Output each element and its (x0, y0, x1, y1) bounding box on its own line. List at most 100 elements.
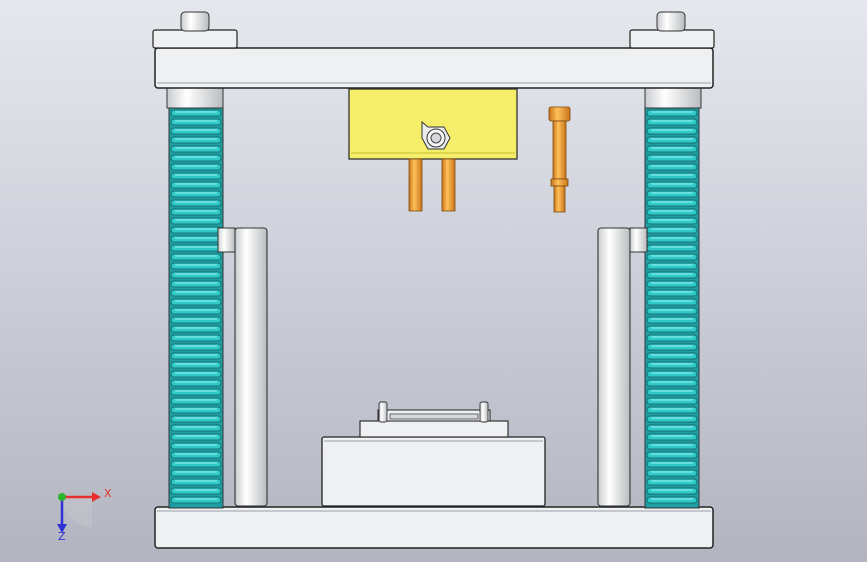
spring-coil (646, 370, 698, 378)
spring-coil (170, 469, 222, 477)
spring-coil (646, 253, 698, 261)
spring-coil (170, 433, 222, 441)
right-spring[interactable] (644, 107, 700, 509)
spring-coil (646, 136, 698, 144)
spring-coil (170, 352, 222, 360)
spring-coil (170, 442, 222, 450)
hex-nut[interactable] (421, 120, 451, 150)
spring-coil (646, 226, 698, 234)
spring-coil (646, 352, 698, 360)
axis-triad (57, 492, 101, 533)
spring-coil (170, 298, 222, 306)
spring-coil (170, 244, 222, 252)
spring-coil (170, 262, 222, 270)
right-top-boss[interactable] (629, 29, 715, 49)
spring-coil (646, 307, 698, 315)
spring-coil (646, 478, 698, 486)
spring-coil (646, 451, 698, 459)
spring-coil (646, 217, 698, 225)
left-top-boss[interactable] (152, 29, 238, 49)
spring-coil (170, 415, 222, 423)
spring-coil (646, 190, 698, 198)
spring-coil (170, 397, 222, 405)
spring-coil (170, 271, 222, 279)
spring-coil (646, 415, 698, 423)
spring-coil (170, 208, 222, 216)
spring-coil (170, 136, 222, 144)
punch-pin-right[interactable] (441, 158, 456, 212)
right-guide-post[interactable] (597, 227, 648, 507)
spring-coil (646, 271, 698, 279)
spring-coil (646, 469, 698, 477)
spring-coil (170, 217, 222, 225)
spring-coil (646, 163, 698, 171)
top-die-plate[interactable] (154, 47, 714, 89)
spring-coil (170, 280, 222, 288)
spring-coil (170, 172, 222, 180)
spring-coil (646, 154, 698, 162)
spring-coil (646, 460, 698, 468)
locating-pin-left[interactable] (378, 401, 388, 423)
spring-coil (170, 334, 222, 342)
left-spring-collar[interactable] (166, 87, 224, 109)
spring-coil (170, 325, 222, 333)
spring-coil (646, 406, 698, 414)
spring-coil (646, 298, 698, 306)
spring-coil (170, 343, 222, 351)
die-insert[interactable] (359, 409, 509, 438)
spring-coil (646, 208, 698, 216)
spring-coil (646, 433, 698, 441)
spring-coil (646, 343, 698, 351)
spring-coil (170, 316, 222, 324)
spring-coil (170, 127, 222, 135)
spring-coil (646, 145, 698, 153)
spring-coil (646, 181, 698, 189)
spring-coil (646, 442, 698, 450)
right-top-bolt[interactable] (656, 11, 686, 32)
spring-coil (170, 406, 222, 414)
left-spring[interactable] (168, 107, 224, 509)
spring-coil (170, 181, 222, 189)
spring-coil (646, 361, 698, 369)
spring-coil (170, 118, 222, 126)
spring-coil (646, 118, 698, 126)
x-axis-label: X (104, 487, 112, 500)
spring-coil (170, 190, 222, 198)
spring-coil (170, 226, 222, 234)
spring-coil (170, 199, 222, 207)
spring-coil (646, 397, 698, 405)
spring-coil (170, 163, 222, 171)
bottom-die-plate[interactable] (154, 506, 714, 549)
spring-coil (170, 478, 222, 486)
spring-coil (646, 199, 698, 207)
spring-coil (170, 109, 222, 117)
spring-coil (170, 379, 222, 387)
left-guide-post[interactable] (217, 227, 268, 507)
z-axis-label: Z (58, 530, 66, 543)
spring-coil (170, 460, 222, 468)
spring-coil (170, 154, 222, 162)
spring-coil (170, 496, 222, 504)
spring-coil (646, 244, 698, 252)
spring-coil (646, 109, 698, 117)
locating-pin-right[interactable] (479, 401, 489, 423)
spring-coil (646, 127, 698, 135)
spring-coil (170, 424, 222, 432)
punch-pin-left[interactable] (408, 158, 423, 212)
spring-coil (170, 361, 222, 369)
lower-die-block[interactable] (321, 436, 546, 507)
spring-coil (170, 253, 222, 261)
spring-coil (170, 289, 222, 297)
spring-coil (646, 262, 698, 270)
left-top-bolt[interactable] (180, 11, 210, 32)
spring-coil (170, 370, 222, 378)
spring-coil (170, 451, 222, 459)
spring-coil (170, 487, 222, 495)
spring-coil (646, 316, 698, 324)
right-spring-collar[interactable] (644, 87, 702, 109)
spring-coil (646, 325, 698, 333)
spring-coil (170, 235, 222, 243)
socket-head-screw[interactable] (548, 106, 571, 213)
